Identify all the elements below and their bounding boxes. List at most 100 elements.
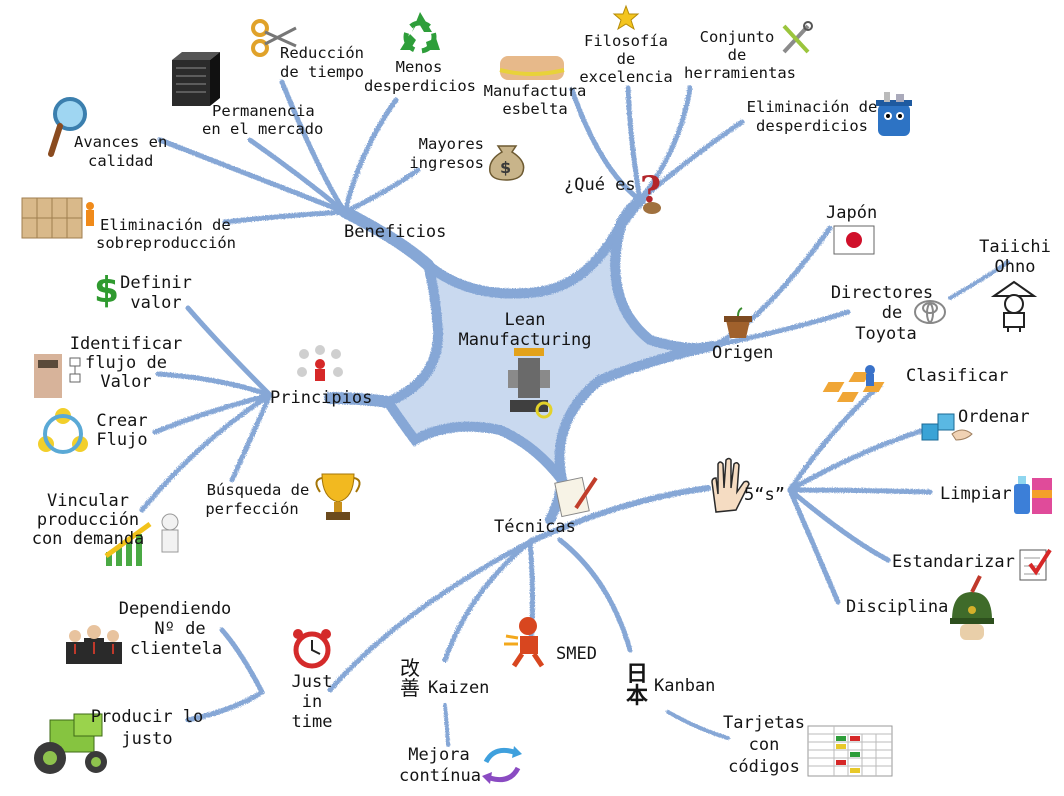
branch-tecnicas: Técnicas — [494, 517, 576, 537]
growth-chart-icon — [104, 513, 179, 566]
magnifier-icon — [48, 97, 87, 157]
leaf-vincular-3: con demanda — [31, 529, 145, 549]
leaf-definir-2: valor — [130, 293, 182, 313]
center-title-line2: Manufacturing — [458, 330, 592, 350]
leaf-clasificar: Clasificar — [906, 366, 1009, 386]
kanban-card-icon — [807, 725, 893, 777]
branch-que-es: ¿Qué es — [564, 175, 636, 195]
man-flowchart-icon — [34, 354, 81, 398]
helmet-icon — [950, 575, 994, 640]
leaf-producir-2: justo — [121, 729, 173, 749]
leaf-filosofia-3: excelencia — [579, 68, 673, 86]
writing-paper-icon — [554, 476, 598, 518]
trophy-icon — [315, 473, 361, 520]
server-icon — [172, 52, 220, 106]
leaf-avances-1: Avances en — [74, 133, 168, 151]
leaf-reduccion-1: Reducción — [280, 44, 364, 62]
puzzle-icon — [822, 365, 885, 402]
leaf-menos-2: desperdicios — [364, 77, 476, 95]
leaf-mejora-1: Mejora — [408, 745, 470, 765]
measuring-tape-icon — [499, 56, 565, 80]
svg-text:$: $ — [94, 270, 119, 311]
refresh-arrows-icon — [482, 746, 522, 784]
leaf-directores-3: Toyota — [855, 324, 917, 344]
leaf-manufactura-1: Manufactura — [483, 82, 587, 100]
star-icon — [612, 4, 640, 31]
tools-icon — [782, 21, 813, 54]
leaf-ordenar: Ordenar — [958, 407, 1030, 427]
leaf-dependiendo-2: Nº de — [154, 619, 206, 639]
leaf-tarjetas-1: Tarjetas — [723, 713, 805, 733]
svg-text:?: ? — [640, 169, 661, 211]
leaf-identificar-2: flujo de — [85, 353, 167, 373]
leaf-menos-1: Menos — [395, 58, 443, 76]
node-jit-1: Just — [291, 672, 333, 692]
leaf-conjunto-3: herramientas — [684, 64, 796, 82]
leaf-taiichi-2: Ohno — [994, 257, 1036, 277]
runner-icon — [504, 617, 545, 668]
japan-flag-icon — [833, 225, 875, 255]
branch-network — [139, 79, 1010, 747]
question-mark-icon: ? — [640, 169, 661, 214]
leaf-avances-2: calidad — [88, 152, 154, 170]
leaf-tarjetas-3: códigos — [728, 757, 800, 777]
branch-origen: Origen — [712, 343, 774, 363]
tractor-icon — [34, 713, 107, 774]
leaf-permanencia-1: Permanencia — [212, 102, 315, 120]
hand-icon — [711, 457, 750, 513]
leaf-reduccion-2: de tiempo — [280, 63, 364, 81]
leaf-japon: Japón — [826, 203, 878, 223]
leaf-vincular-1: Vincular — [47, 491, 129, 511]
kaizen-kanji: 改善 — [400, 656, 420, 700]
money-bag-icon: $ — [489, 145, 525, 181]
node-5s: 5“s” — [744, 485, 785, 505]
leaf-definir-1: Definir — [120, 273, 192, 293]
people-circle-icon — [297, 345, 343, 381]
robot-machine-icon — [508, 348, 553, 419]
leaf-conjunto-2: de — [727, 46, 747, 64]
node-kanban: Kanban — [654, 676, 716, 696]
leaf-vincular-2: producción — [36, 510, 140, 530]
trash-monster-icon — [876, 92, 912, 136]
branch-beneficios: Beneficios — [344, 222, 447, 242]
cycle-arrows-icon — [38, 408, 88, 454]
plant-pot-icon — [724, 307, 752, 338]
leaf-dependiendo-3: clientela — [129, 639, 223, 659]
leaf-busqueda-2: perfección — [205, 500, 299, 518]
leaf-directores-1: Directores — [830, 283, 934, 303]
branch-principios: Principios — [270, 388, 373, 408]
node-jit-2: in — [301, 692, 323, 712]
leaf-permanencia-2: en el mercado — [202, 120, 324, 138]
node-smed: SMED — [556, 644, 597, 664]
leaf-eliminacion-1: Eliminación de — [746, 98, 878, 116]
leaf-crear-1: Crear — [96, 411, 148, 431]
leaf-busqueda-1: Búsqueda de — [206, 481, 310, 499]
leaf-manufactura-2: esbelta — [502, 100, 568, 118]
center-title-line1: Lean — [504, 310, 546, 330]
leaf-crear-2: Flujo — [96, 430, 148, 450]
leaf-sobreproduccion-1: Eliminación de — [100, 216, 231, 234]
cubes-hand-icon — [921, 413, 973, 441]
person-hat-icon — [990, 280, 1038, 332]
leaf-taiichi-1: Taiichi — [979, 237, 1051, 257]
leaf-tarjetas-2: con — [748, 735, 780, 755]
node-kaizen: Kaizen — [428, 678, 490, 698]
dollar-icon: $ — [94, 270, 119, 311]
leaf-mayores-1: Mayores — [418, 135, 484, 153]
leaf-limpiar: Limpiar — [940, 484, 1012, 504]
businessmen-icon — [66, 625, 122, 664]
leaf-sobreproduccion-2: sobreproducción — [96, 234, 236, 252]
toyota-logo-icon — [914, 300, 946, 324]
leaf-identificar-1: Identificar — [69, 334, 183, 354]
leaf-mejora-2: contínua — [399, 766, 481, 786]
alarm-clock-icon — [293, 629, 331, 669]
leaf-producir-1: Producir lo — [90, 707, 204, 727]
leaf-dependiendo-1: Dependiendo — [118, 599, 232, 619]
node-jit-3: time — [291, 712, 333, 732]
cleaning-products-icon — [1014, 476, 1052, 514]
leaf-disciplina: Disciplina — [846, 597, 949, 617]
leaf-mayores-2: ingresos — [409, 154, 484, 172]
svg-text:$: $ — [500, 158, 511, 177]
leaf-filosofia-1: Filosofía — [584, 32, 668, 50]
